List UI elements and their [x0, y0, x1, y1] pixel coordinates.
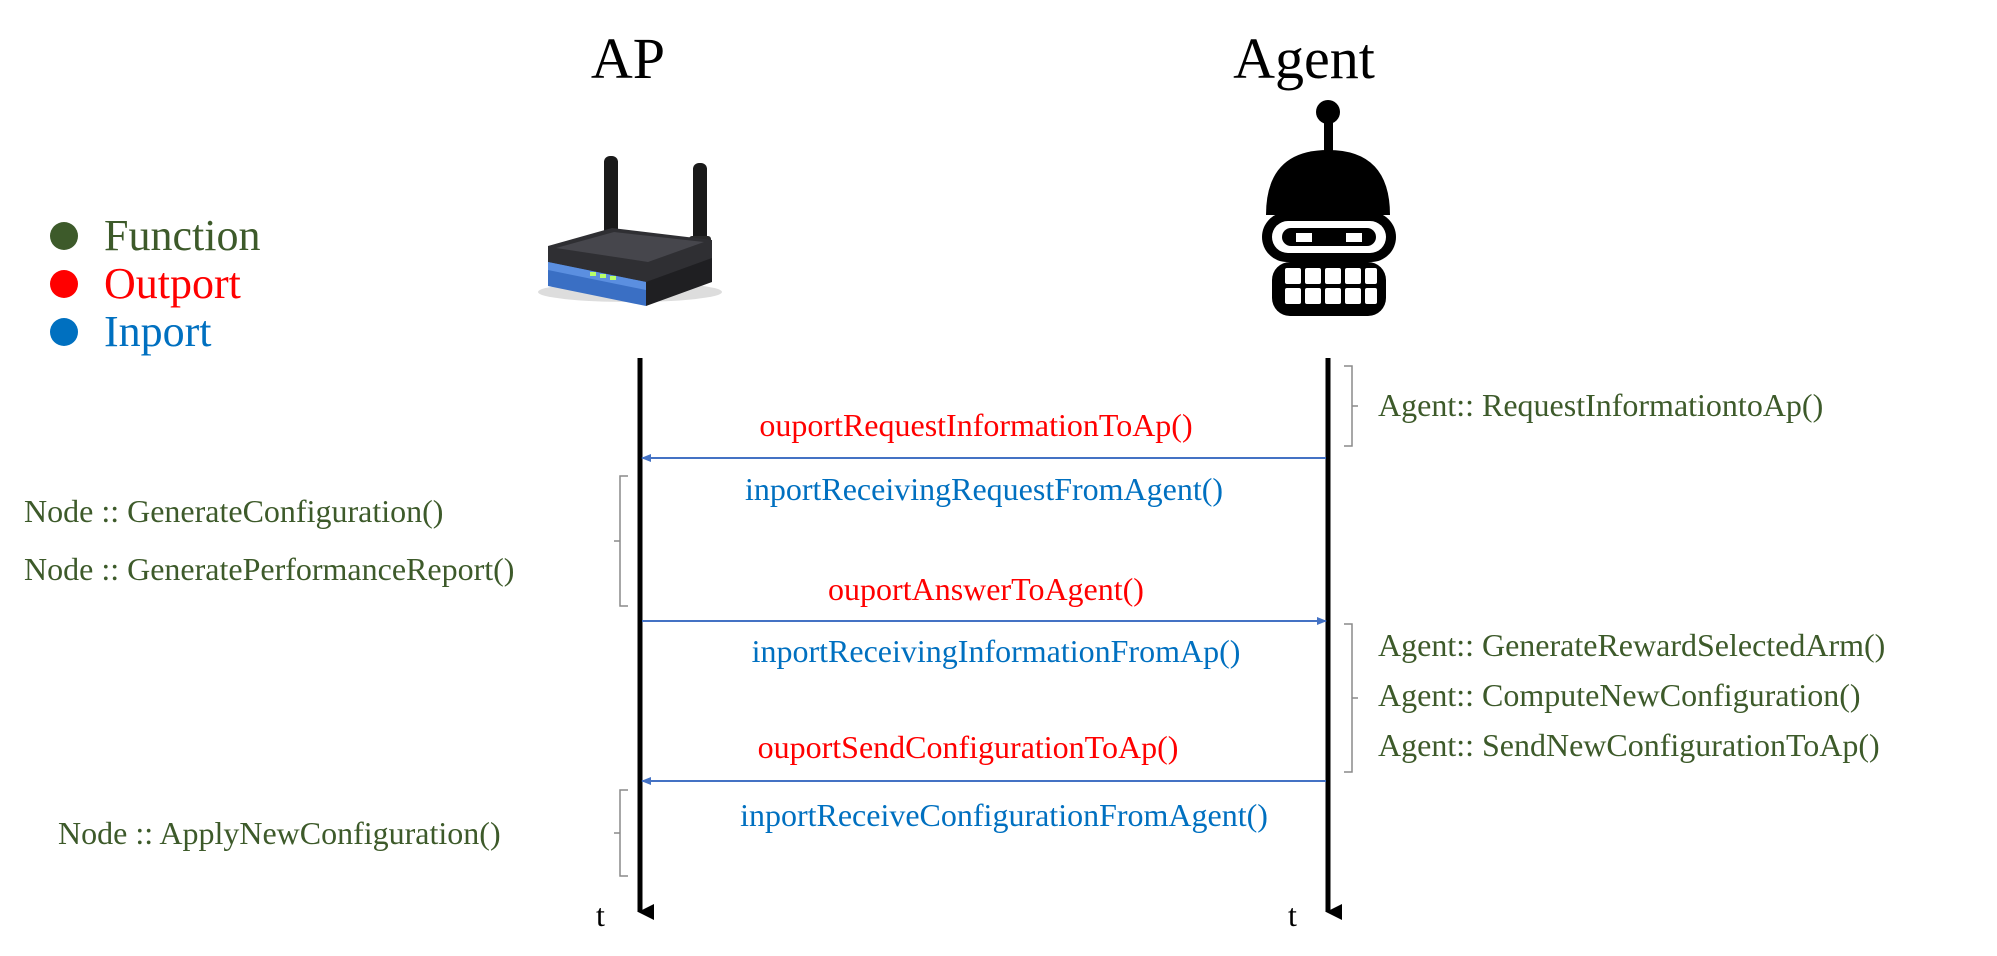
ap-function-generate-configuration: Node :: GenerateConfiguration() [24, 493, 443, 529]
ap-function-apply-new-configuration: Node :: ApplyNewConfiguration() [58, 815, 501, 851]
agent-function-send-new-configuration: Agent:: SendNewConfigurationToAp() [1378, 727, 1880, 763]
wireless-router-icon [538, 156, 722, 306]
message-3-inport-label: inportReceiveConfigurationFromAgent() [740, 797, 1268, 833]
agent-functions-group-2-bracket [1344, 623, 1358, 773]
ap-time-label: t [596, 897, 605, 933]
agent-functions-group-1-bracket [1344, 365, 1358, 447]
legend-dot-inport [50, 318, 78, 346]
message-2-outport-label: ouportAnswerToAgent() [828, 571, 1144, 607]
legend-dot-outport [50, 270, 78, 298]
message-1-inport-label: inportReceivingRequestFromAgent() [745, 471, 1223, 507]
agent-title: Agent [1233, 26, 1375, 91]
agent-function-request-information: Agent:: RequestInformationtoAp() [1378, 387, 1823, 423]
agent-function-compute-new-configuration: Agent:: ComputeNewConfiguration() [1378, 677, 1861, 713]
legend: Function Outport Inport [50, 211, 260, 356]
agent-function-generate-reward: Agent:: GenerateRewardSelectedArm() [1378, 627, 1885, 663]
ap-functions-group-2-bracket [614, 789, 628, 877]
legend-label-inport: Inport [104, 307, 212, 356]
message-1-outport-label: ouportRequestInformationToAp() [759, 407, 1192, 443]
ap-functions-group-1-bracket [614, 475, 628, 607]
message-3-outport-label: ouportSendConfigurationToAp() [758, 729, 1179, 765]
ap-function-generate-performance-report: Node :: GeneratePerformanceReport() [24, 551, 514, 587]
agent-time-label: t [1288, 897, 1297, 933]
ap-title: AP [591, 26, 665, 91]
legend-dot-function [50, 222, 78, 250]
robot-head-icon [1262, 100, 1396, 316]
legend-label-function: Function [104, 211, 260, 260]
legend-label-outport: Outport [104, 259, 241, 308]
message-2-inport-label: inportReceivingInformationFromAp() [752, 633, 1241, 669]
